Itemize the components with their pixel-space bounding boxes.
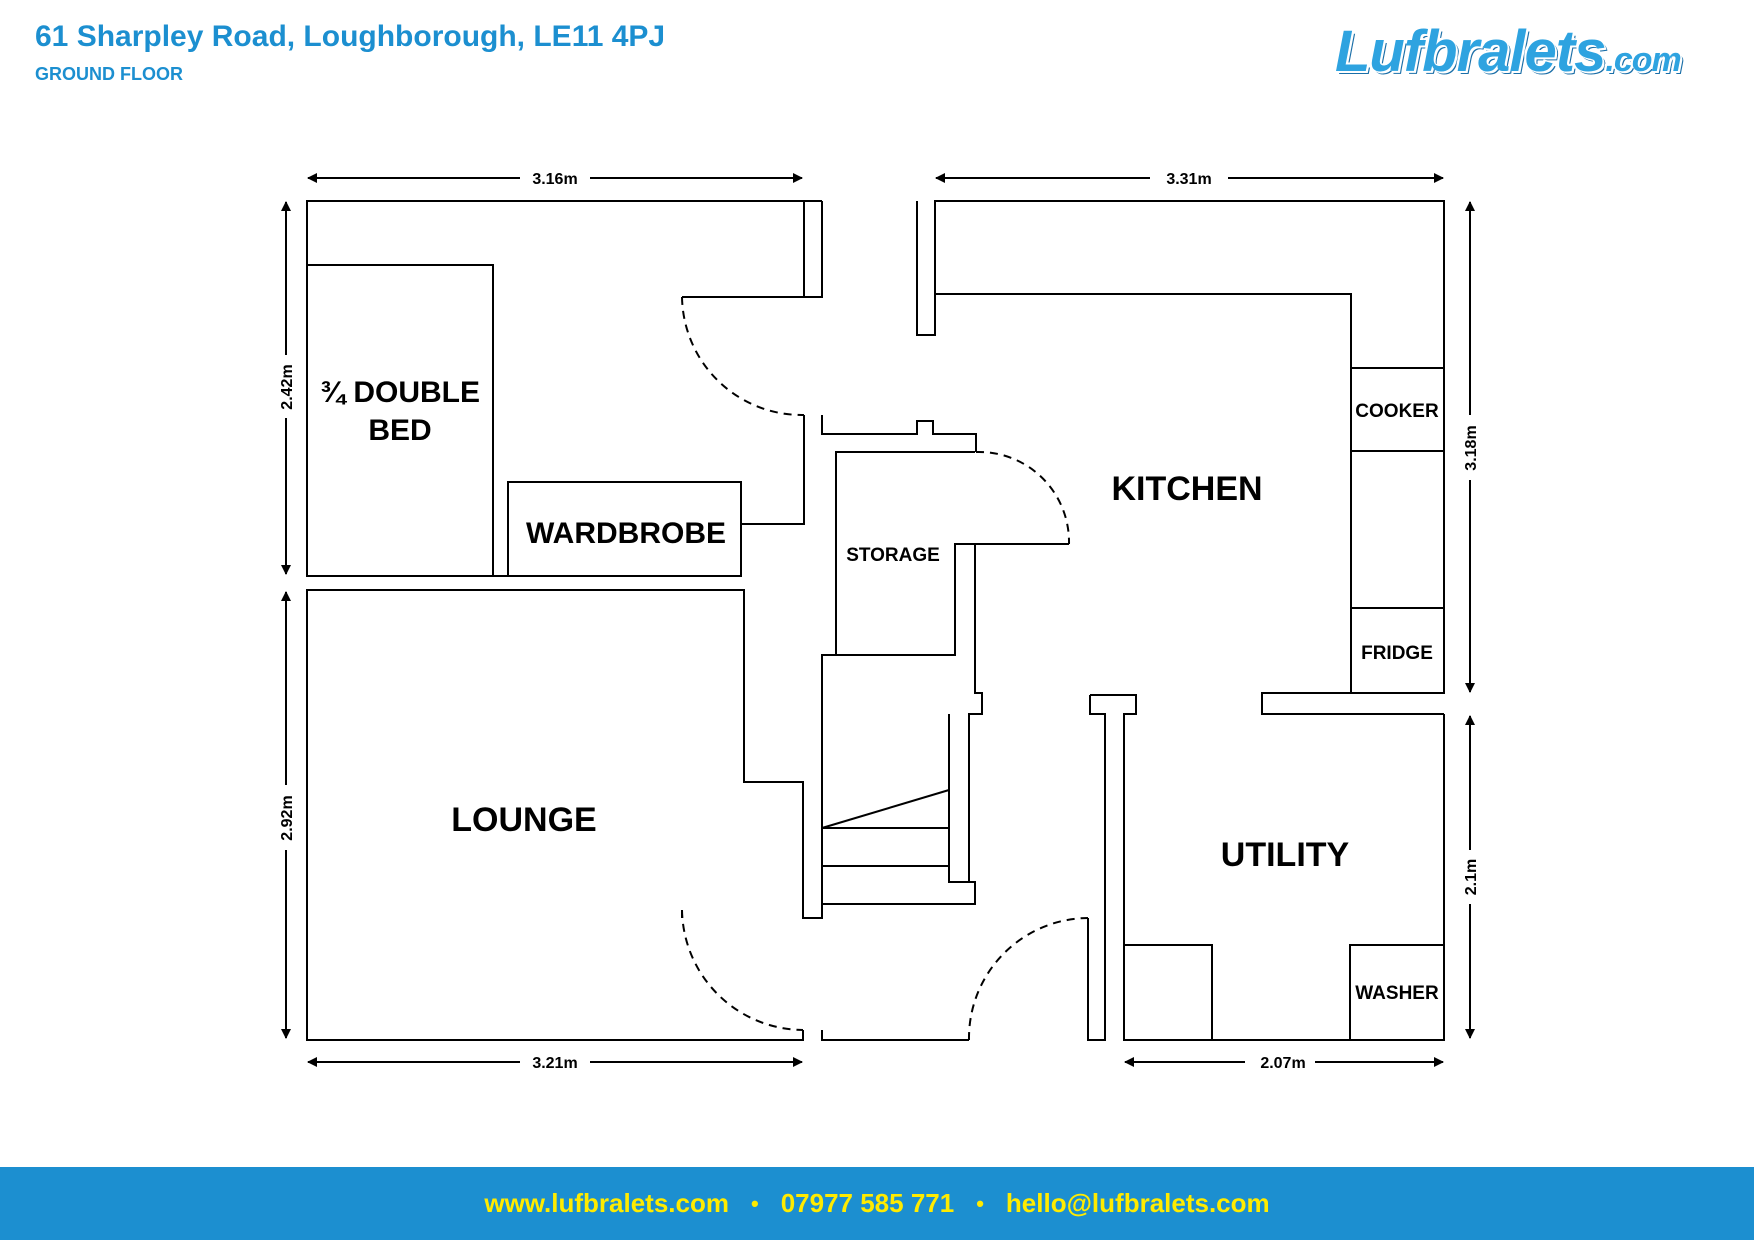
kitchen-walls (916, 200, 1445, 715)
stair-line-1 (821, 789, 950, 829)
floor-label: GROUND FLOOR (35, 64, 183, 84)
dim-bedroom-depth: 2.42m (279, 364, 296, 409)
kitchen-inner-wall (935, 293, 1352, 693)
room-label-utility: UTILITY (1221, 836, 1350, 874)
bedroom-door-swing (681, 296, 805, 417)
wardrobe-outline (507, 481, 742, 577)
stair-walls (821, 543, 983, 905)
utility-left-wall (1087, 695, 1106, 1041)
dim-utility-depth: 2.1m (1463, 859, 1480, 895)
utility-door-swing (967, 917, 1089, 1041)
utility-cabinet (1123, 944, 1213, 1041)
room-label-lounge: LOUNGE (451, 801, 596, 839)
footer-email-link[interactable]: hello@lufbralets.com (1005, 1188, 1270, 1218)
dimension-lines (281, 173, 1475, 1067)
lounge-door-jamb (682, 1030, 969, 1041)
room-label-storage: STORAGE (846, 545, 940, 566)
walls (306, 200, 1445, 1041)
room-label-kitchen: KITCHEN (1111, 470, 1262, 508)
logo-main-text: Lufbralets (1335, 19, 1606, 84)
doors (681, 296, 1089, 1041)
dim-bedroom-width: 3.16m (532, 171, 577, 188)
brand-logo[interactable]: Lufbralets.com (1335, 18, 1682, 85)
storage-door-swing (975, 450, 1071, 545)
lounge-walls (306, 589, 823, 1041)
property-address: 61 Sharpley Road, Loughborough, LE11 4PJ (35, 20, 666, 53)
bed-outline (306, 264, 494, 577)
room-label-wardrobe: WARDBROBE (526, 517, 726, 550)
hall-wall-top (821, 415, 977, 452)
room-label-bed-line2: BED (368, 414, 431, 447)
footer-separator-1: • (750, 1190, 759, 1216)
footer-separator-2: • (976, 1190, 984, 1216)
dim-lounge-depth: 2.92m (279, 795, 296, 840)
room-label-washer: WASHER (1355, 983, 1439, 1004)
lounge-door-swing (681, 909, 804, 1031)
dim-kitchen-width: 3.31m (1166, 171, 1211, 188)
room-label-fridge: FRIDGE (1361, 643, 1433, 664)
dim-utility-width: 2.07m (1260, 1055, 1305, 1072)
room-label-bed-line1: ¾ DOUBLE (320, 376, 480, 409)
room-label-cooker: COOKER (1355, 401, 1439, 422)
dim-lounge-width: 3.21m (532, 1055, 577, 1072)
footer-website-link[interactable]: www.lufbralets.com (484, 1188, 729, 1218)
washer-outline (1349, 944, 1445, 1041)
logo-suffix-text: .com (1605, 41, 1681, 79)
footer-bar: www.lufbralets.com • 07977 585 771 • hel… (0, 1167, 1754, 1240)
dim-kitchen-depth: 3.18m (1463, 425, 1480, 470)
stair-post (948, 714, 969, 883)
footer-phone-link[interactable]: 07977 585 771 (780, 1188, 955, 1218)
hall-partition (804, 200, 823, 298)
